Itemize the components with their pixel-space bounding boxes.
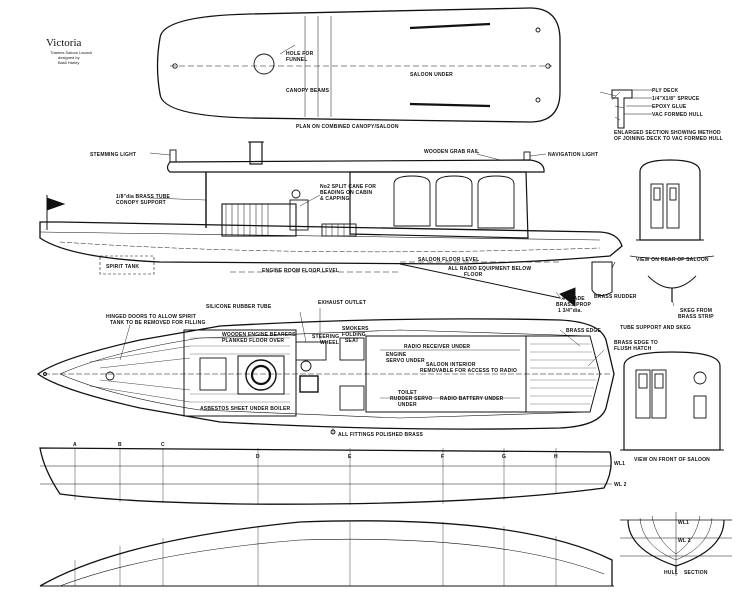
label-spruce: 1/4"X1/8" SPRUCE xyxy=(652,96,700,102)
label-radio-receiver: RADIO RECEIVER UNDER xyxy=(404,344,470,350)
label-brass-tube-1: 1/8"dia BRASS TUBE xyxy=(116,194,171,200)
label-skeg-2: BRASS STRIP xyxy=(678,314,714,320)
label-brass-prop-1: 4 BLADE xyxy=(562,296,585,302)
label-engine-room-floor: ENGINE ROOM FLOOR LEVEL xyxy=(262,268,339,274)
label-spirit-tank: SPIRIT TANK xyxy=(106,264,139,270)
label-exhaust-outlet: EXHAUST OUTLET xyxy=(318,300,366,306)
station-letters: A B C D E F G H xyxy=(73,442,558,460)
deck-joint-detail xyxy=(611,89,652,129)
label-brass-edge-flush-2: FLUSH HATCH xyxy=(614,346,652,352)
label-all-fittings: ALL FITTINGS POLISHED BRASS xyxy=(338,432,423,438)
station-d: D xyxy=(256,454,260,460)
label-wooden-grab-rail: WOODEN GRAB RAIL xyxy=(424,149,479,155)
lines-profile xyxy=(39,447,612,505)
label-hinged-doors-2: TANK TO BE REMOVED FOR FILLING xyxy=(110,320,206,326)
label-split-cane-3: & CAPPING xyxy=(320,196,350,202)
label-radio-battery: RADIO BATTERY UNDER xyxy=(440,396,504,402)
front-view-saloon xyxy=(620,351,724,451)
label-toilet-3: UNDER xyxy=(398,402,417,408)
plan-caption: PLAN ON COMBINED CANOPY/SALOON xyxy=(296,124,399,130)
label-asbestos: ASBESTOS SHEET UNDER BOILER xyxy=(200,406,291,412)
drawing-subtitle-3: Basil Harley xyxy=(58,60,79,65)
label-wl2-section: WL 2 xyxy=(678,538,691,544)
label-brass-edge-flush-1: BRASS EDGE TO xyxy=(614,340,658,346)
label-brass-tube-2: CONOPY SUPPORT xyxy=(116,200,166,206)
station-g: G xyxy=(502,454,506,460)
station-b: B xyxy=(118,442,122,448)
station-c: C xyxy=(161,442,165,448)
station-f: F xyxy=(441,454,444,460)
canopy-plan xyxy=(156,7,561,123)
label-saloon-interior-2: REMOVABLE FOR ACCESS TO RADIO xyxy=(420,368,517,374)
label-smokers-1: SMOKERS xyxy=(342,326,369,332)
drawing-subtitle-2: designed by xyxy=(58,55,80,60)
label-stemming-light: STEMMING LIGHT xyxy=(90,152,136,158)
label-view-front: VIEW ON FRONT OF SALOON xyxy=(634,457,710,463)
station-a: A xyxy=(73,442,77,448)
label-wl1-profile: WL1 xyxy=(614,461,625,467)
label-navigation-light: NAVIGATION LIGHT xyxy=(548,152,598,158)
label-split-cane-2: BEADING ON CABIN xyxy=(320,190,373,196)
label-engine-servo-1: ENGINE xyxy=(386,352,407,358)
label-hinged-doors-1: HINGED DOORS TO ALLOW SPIRIT xyxy=(106,314,196,320)
label-wooden-bearers-2: PLANKED FLOOR OVER xyxy=(222,338,284,344)
hull-section xyxy=(620,512,732,576)
label-hole-for-funnel-2: FUNNEL xyxy=(286,57,307,63)
label-ply-deck: PLY DECK xyxy=(652,88,679,94)
rear-view-saloon xyxy=(629,159,715,302)
label-engine-servo-2: SERVO UNDER xyxy=(386,358,425,364)
label-brass-prop-2: BRASS PROP xyxy=(556,302,592,308)
label-smokers-3: SEAT xyxy=(345,338,359,344)
label-wl1-section: WL1 xyxy=(678,520,689,526)
label-brass-prop-3: 1 3/4"dia. xyxy=(558,308,583,314)
label-smokers-2: FOLDING xyxy=(342,332,366,338)
label-enlarged-section-2: OF JOINING DECK TO VAC FORMED HULL xyxy=(614,136,723,142)
label-tube-support: TUBE SUPPORT AND SKEG xyxy=(620,325,691,331)
label-hull: HULL xyxy=(664,570,678,576)
label-saloon-floor: SALOON FLOOR LEVEL xyxy=(418,257,479,263)
label-section: SECTION xyxy=(684,570,708,576)
label-silicone-tube: SILICONE RUBBER TUBE xyxy=(206,304,272,310)
side-elevation xyxy=(39,141,623,307)
leader-lines xyxy=(119,91,675,434)
drawing-subtitle-1: Thames Saloon Launch xyxy=(50,50,92,55)
station-e: E xyxy=(348,454,352,460)
label-all-radio-2: FLOOR xyxy=(464,272,483,278)
lines-halfbreadth xyxy=(39,520,614,587)
label-toilet-2: RUDDER SERVO xyxy=(390,396,433,402)
label-view-rear: VIEW ON REAR OF SALOON xyxy=(636,257,709,263)
label-toilet-1: TOILET xyxy=(398,390,417,396)
label-all-radio-1: ALL RADIO EQUIPMENT BELOW xyxy=(448,266,531,272)
drawing-title: Victoria xyxy=(46,37,81,49)
label-wooden-bearers-1: WOODEN ENGINE BEARERS xyxy=(222,332,296,338)
label-saloon-interior-1: SALOON INTERIOR xyxy=(426,362,476,368)
label-brass-rudder: BRASS RUDDER xyxy=(594,294,637,300)
label-skeg-1: SKEG FROM xyxy=(680,308,712,314)
label-hole-for-funnel-1: HOLE FOR xyxy=(286,51,314,57)
label-saloon-under: SALOON UNDER xyxy=(410,72,453,78)
label-split-cane-1: No2 SPLIT CANE FOR xyxy=(320,184,376,190)
label-steering-wheel-1: STEERING xyxy=(312,334,339,340)
label-steering-wheel-2: WHEEL xyxy=(320,340,339,346)
label-epoxy-glue: EPOXY GLUE xyxy=(652,104,687,110)
label-wl2-profile: WL 2 xyxy=(614,482,627,488)
station-h: H xyxy=(554,454,558,460)
label-vac-formed-hull: VAC FORMED HULL xyxy=(652,112,703,118)
label-enlarged-section-1: ENLARGED SECTION SHOWING METHOD xyxy=(614,130,721,136)
label-brass-edge: BRASS EDGE xyxy=(566,328,602,334)
label-canopy-beams: CANOPY BEAMS xyxy=(286,88,330,94)
